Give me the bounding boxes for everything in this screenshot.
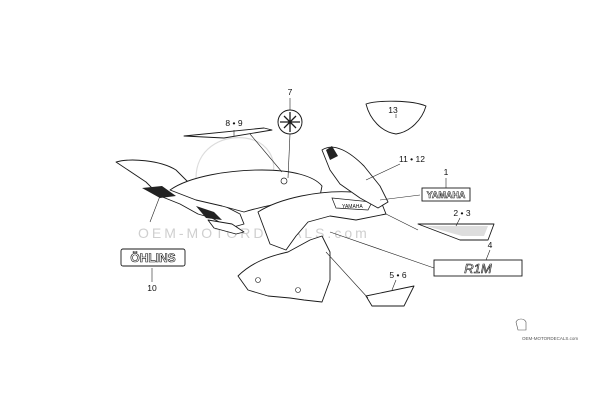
leader-5-6-to-fairing [325,251,369,299]
decal-yamaha: YAMAHA [421,187,471,202]
tank-logo-icon [280,177,288,185]
watermark-text: OEM-MOTORDECALS.com [138,225,370,241]
leader-7-to-tank [287,133,291,179]
tail-lower-stripe [196,206,222,220]
callout-11-12: 11 • 12 [399,154,425,164]
yamaha-decal-text: YAMAHA [427,190,466,200]
ohlins-decal-text: ÖHLINS [130,250,175,265]
footer-url: OEM-MOTORDECALS.com [522,336,578,341]
tail-lower-panel [207,219,245,235]
nose-dark-tip [326,146,338,160]
leader-lines [149,98,491,299]
leader-11-12 [365,163,401,181]
side-fairing-upper [257,191,387,251]
leader-1-to-fairing [379,194,421,201]
leader-5-6 [391,279,397,291]
callout-2-3: 2 • 3 [453,208,470,218]
fairing-bolt-icon [255,277,261,283]
footer-helmet-icon [515,318,527,331]
leader-2-3 [455,217,461,227]
fairing-bolt-icon [295,287,301,293]
leader-2-3-to-fairing [385,213,419,231]
decal-stripe-2-3 [417,223,495,241]
tail-dark-stripe [142,186,176,198]
ohlins-decal-frame [120,248,186,267]
callout-1: 1 [444,167,449,177]
footer-brand: OEM-MOTORDECALS.com [515,318,578,341]
side-fairing: YAMAHA [237,191,387,303]
fairing-small-logo: YAMAHA [342,204,363,210]
leader-8-9-to-tank [249,133,283,173]
decal-r1m: R1M [433,259,523,277]
decal-wedge-5-6 [365,285,415,307]
lower-fairing [237,235,331,303]
decal-emblem-7 [277,109,303,135]
callout-8-9: 8 • 9 [225,118,242,128]
callout-7: 7 [288,87,293,97]
leader-10-to-tail [149,195,161,223]
leader-4 [485,249,491,261]
callout-5-6: 5 • 6 [389,270,406,280]
decal-stripe-8-9 [183,127,273,139]
leader-4-to-fairing [329,231,435,269]
tuning-fork-icon [280,112,300,132]
stripe-2-3-fill [426,226,488,236]
callout-numbers: 7 8 • 9 13 11 • 12 1 2 • 3 4 5 • 6 10 [147,87,492,293]
callout-13: 13 [388,105,398,115]
fairing-yamaha-mark [331,197,373,211]
r1m-decal-text: R1M [464,261,492,276]
callout-10: 10 [147,283,157,293]
decal-ohlins: ÖHLINS [120,248,186,267]
callout-4: 4 [488,240,493,250]
